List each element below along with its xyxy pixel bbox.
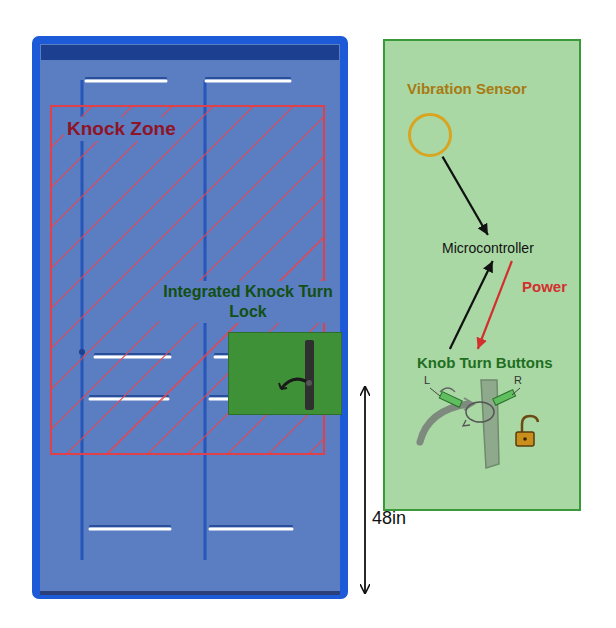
button-letter: L xyxy=(424,374,430,386)
node-heading: Vibration Sensor xyxy=(407,80,527,97)
door xyxy=(36,40,344,595)
door-header xyxy=(41,45,339,60)
edge-label: Power xyxy=(522,278,567,295)
knob-buttons: Knob Turn Buttons xyxy=(415,352,555,373)
connector-arrow xyxy=(450,261,493,349)
door-bottom xyxy=(40,591,340,595)
node-label: Microcontroller xyxy=(440,238,536,258)
connector-arrow xyxy=(478,261,512,349)
node-heading: Integrated Knock Turn Lock xyxy=(159,281,337,323)
button-letter: R xyxy=(514,374,522,386)
node-heading: Knock Zone xyxy=(64,117,179,141)
lock-box: Integrated Knock Turn Lock xyxy=(228,332,342,415)
open-padlock-icon xyxy=(516,416,538,446)
lock-illustration xyxy=(229,333,343,416)
connector-arrow xyxy=(443,157,488,235)
dimension-arrow xyxy=(364,386,366,594)
knob-illustration xyxy=(420,380,520,468)
dimension-label: 48in xyxy=(372,508,406,529)
microcontroller: Microcontroller xyxy=(440,238,536,258)
sensor-circle: Vibration Sensor xyxy=(408,113,452,157)
node-label: Knob Turn Buttons xyxy=(415,352,555,373)
detail-panel xyxy=(384,40,580,510)
